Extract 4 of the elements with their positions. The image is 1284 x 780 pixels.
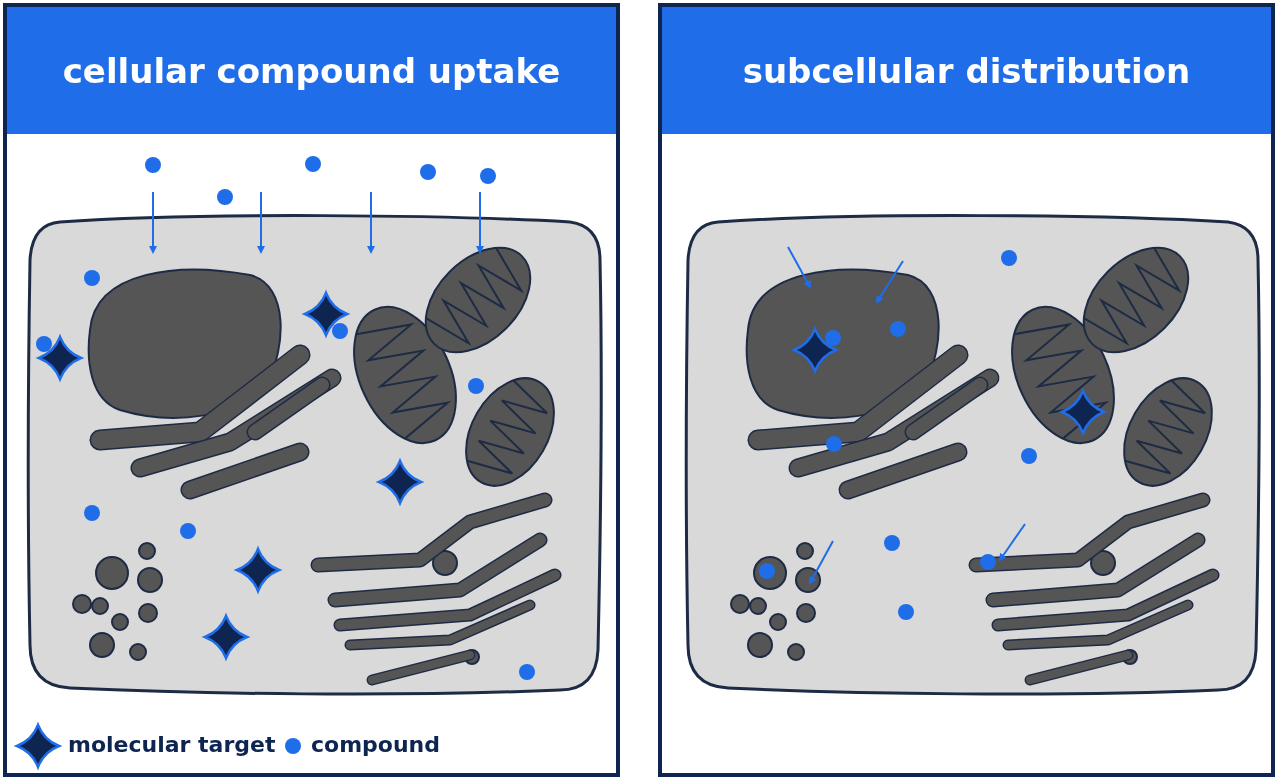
legend-label: compound: [311, 732, 440, 757]
legend-label: molecular target: [68, 732, 276, 757]
panel-heading: subcellular distribution: [662, 7, 1271, 134]
panel-heading: cellular compound uptake: [7, 7, 616, 134]
